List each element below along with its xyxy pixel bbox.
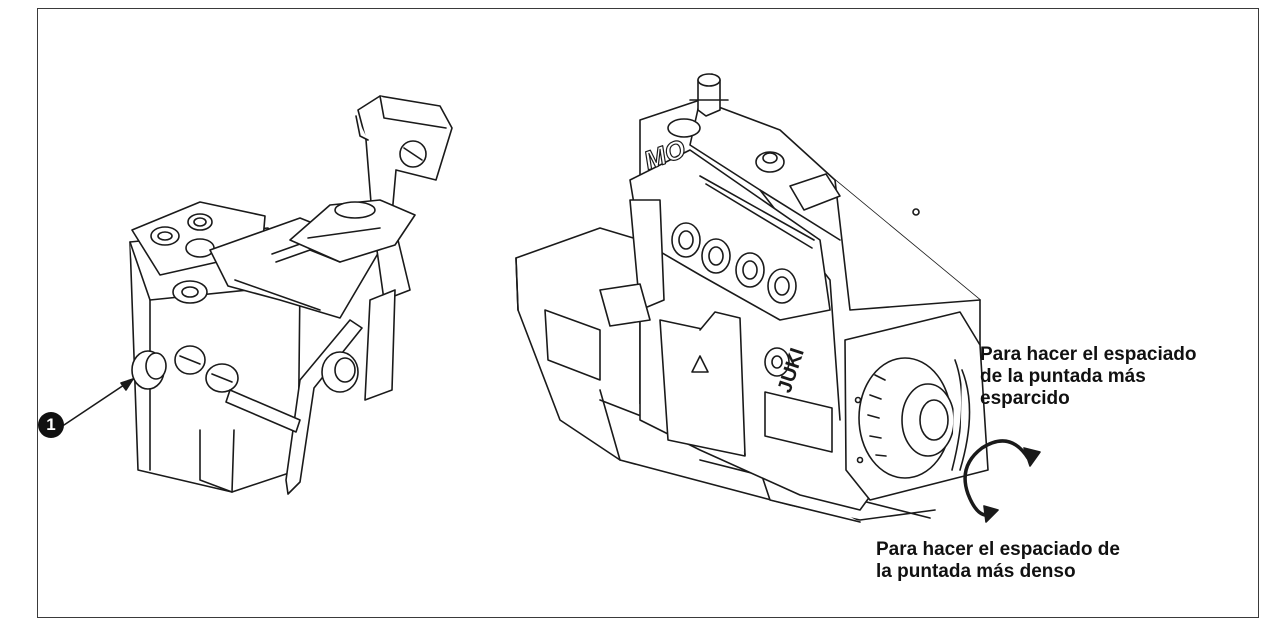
feed-mechanism-drawing — [129, 95, 453, 495]
arrowhead-down-icon — [983, 505, 999, 523]
callout-arrowhead — [120, 378, 134, 391]
handwheel-rotation-arrow-icon — [963, 439, 1030, 517]
caption-line: de la puntada más — [980, 366, 1146, 387]
caption-line: la puntada más denso — [876, 561, 1076, 582]
caption-denser-stitch: Para hacer el espaciado de la puntada má… — [876, 539, 1120, 583]
callout-leader-line — [63, 378, 134, 426]
caption-line: esparcido — [980, 388, 1070, 409]
caption-line: Para hacer el espaciado de — [876, 539, 1120, 560]
arrowhead-up-icon — [1023, 447, 1041, 467]
caption-sparser-stitch: Para hacer el espaciado de la puntada má… — [980, 344, 1197, 410]
caption-line: Para hacer el espaciado — [980, 344, 1197, 365]
callout-marker: 1 — [38, 412, 64, 438]
sewing-machine-drawing — [515, 73, 989, 523]
